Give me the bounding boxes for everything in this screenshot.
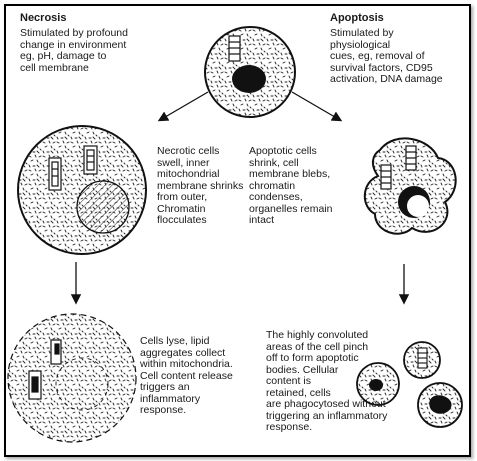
lysed-cell bbox=[7, 313, 137, 443]
apoptotic-blebbing-cell bbox=[363, 137, 457, 235]
necrosis-description: Stimulated by profound change in environ… bbox=[20, 27, 128, 74]
apoptosis-stage2-text: Apoptotic cells shrink, cell membrane bl… bbox=[249, 145, 333, 226]
flocculated-chromatin bbox=[76, 180, 130, 234]
arrow-to-apoptosis bbox=[291, 91, 343, 122]
necrosis-stage2-text: Necrotic cells swell, inner mitochondria… bbox=[157, 145, 244, 226]
normal-cell bbox=[204, 26, 296, 118]
necrosis-title: Necrosis bbox=[20, 12, 67, 24]
arrow-to-necrosis bbox=[157, 91, 209, 122]
apoptosis-title: Apoptosis bbox=[330, 12, 384, 24]
necrosis-stage3-text: Cells lyse, lipid aggregates collect wit… bbox=[140, 335, 233, 416]
apoptosis-description: Stimulated by physiological cues, eg, re… bbox=[330, 27, 443, 85]
nucleus bbox=[232, 65, 266, 93]
apoptotic-bodies bbox=[356, 341, 463, 428]
mitochondrion bbox=[228, 35, 241, 62]
apoptosis-stage3-text: The highly convoluted areas of the cell … bbox=[266, 329, 388, 433]
necrotic-swollen-cell bbox=[17, 125, 147, 255]
swollen-mitochondria bbox=[48, 145, 98, 191]
